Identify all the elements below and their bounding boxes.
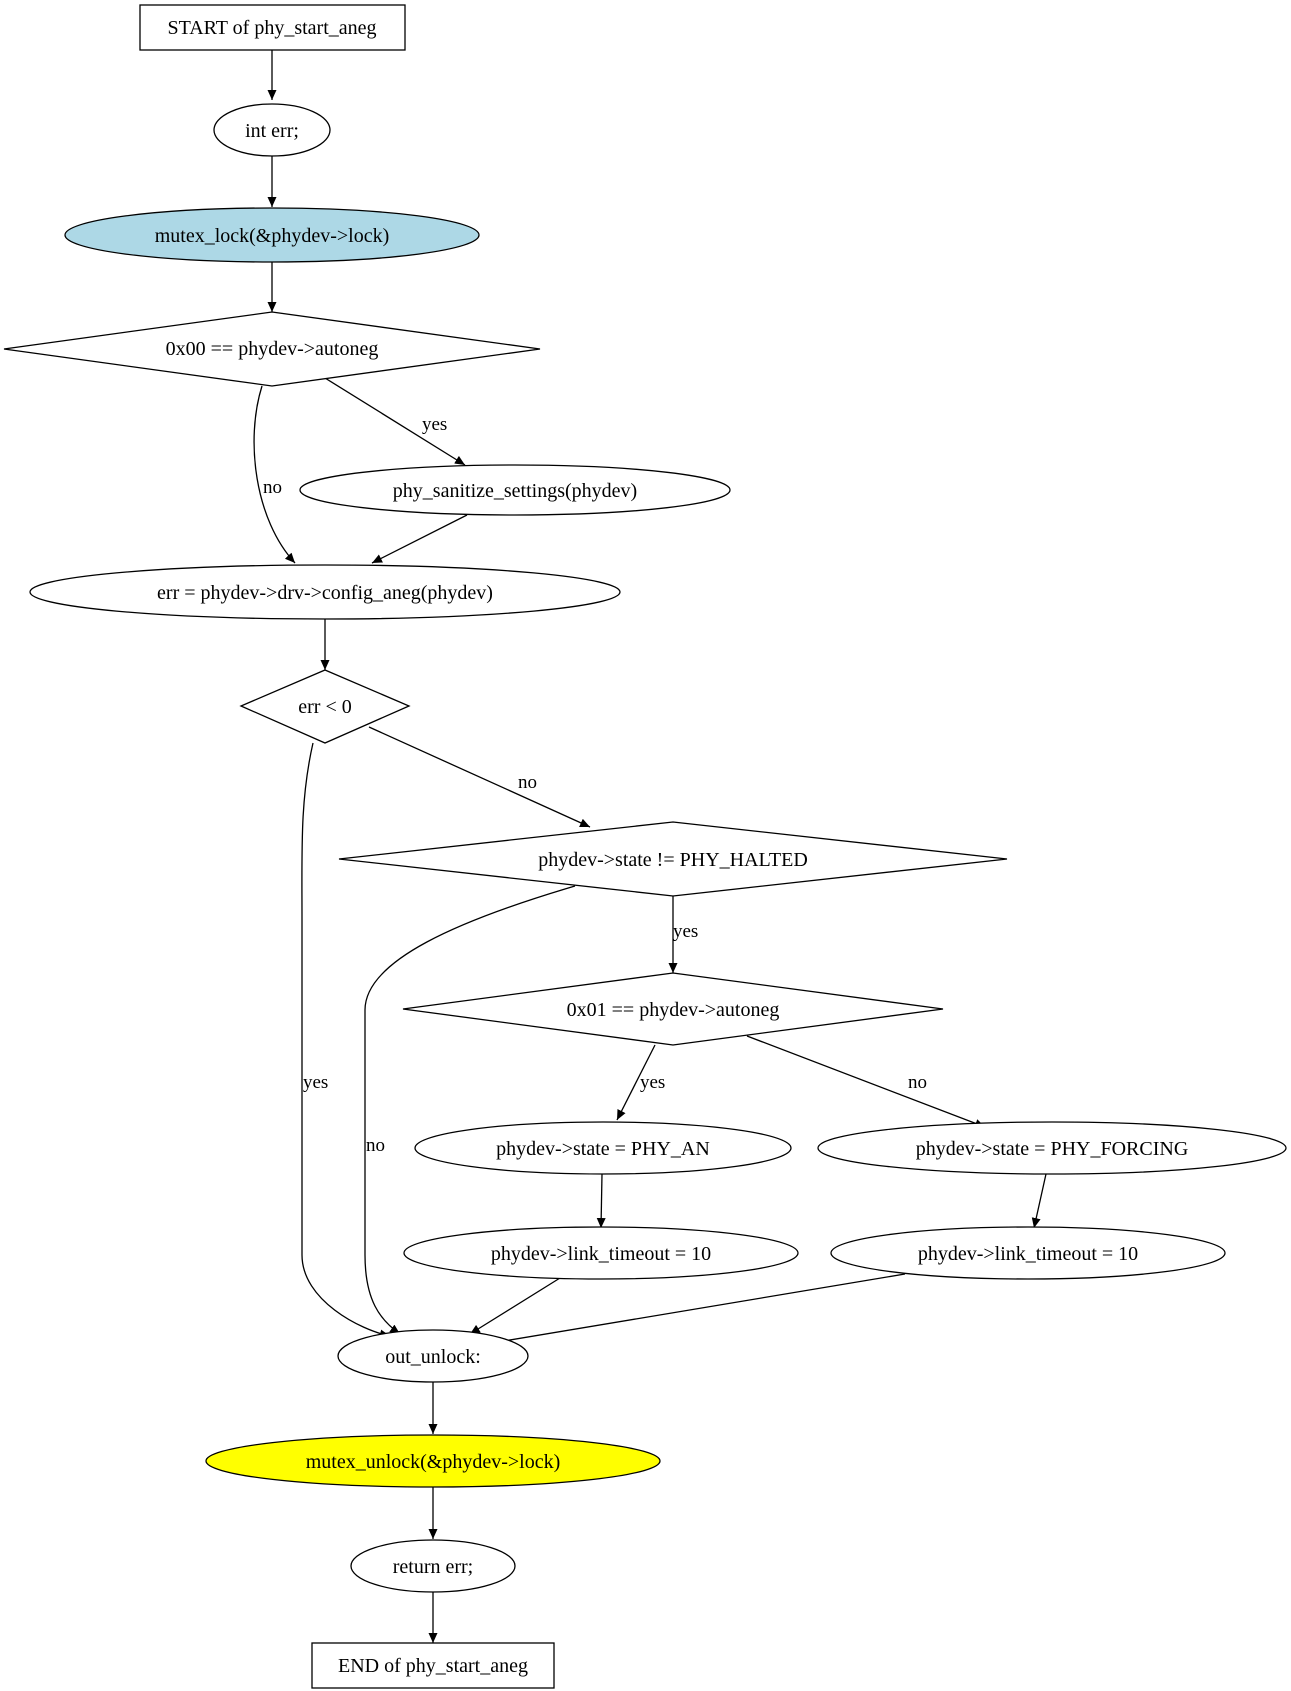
node-state-forcing-label: phydev->state = PHY_FORCING bbox=[916, 1138, 1189, 1160]
unlock-ellipse bbox=[205, 1434, 661, 1488]
edge-sanitize-config bbox=[371, 514, 468, 564]
end-box bbox=[311, 1642, 555, 1689]
edge-err-out bbox=[301, 742, 391, 1339]
edge-autoneg1-an bbox=[616, 1044, 656, 1121]
config-ellipse bbox=[29, 564, 621, 620]
node-timeout-forcing-label: phydev->link_timeout = 10 bbox=[918, 1243, 1138, 1265]
node-end: END of phy_start_aneg bbox=[311, 1642, 555, 1689]
node-unlock-label: mutex_unlock(&phydev->lock) bbox=[306, 1451, 561, 1473]
node-cond-autoneg1: 0x01 == phydev->autoneg bbox=[402, 972, 944, 1046]
edge-label-autoneg0-yes: yes bbox=[422, 414, 447, 435]
edge-label-autoneg0-no: no bbox=[263, 477, 282, 498]
edge-label-halted-no: no bbox=[366, 1135, 385, 1156]
edge-label-err-no: no bbox=[518, 772, 537, 793]
edge-label-halted-yes: yes bbox=[673, 921, 698, 942]
node-state-forcing: phydev->state = PHY_FORCING bbox=[817, 1121, 1287, 1175]
edge-an-timeout bbox=[596, 1173, 606, 1229]
node-decl: int err; bbox=[213, 103, 331, 157]
node-cond-halted: phydev->state != PHY_HALTED bbox=[338, 821, 1008, 897]
node-start-label: START of phy_start_aneg bbox=[167, 17, 376, 39]
node-cond-err: err < 0 bbox=[239, 669, 411, 744]
edge-label-autoneg1-no: no bbox=[908, 1072, 927, 1093]
edge-halted-out bbox=[364, 885, 576, 1335]
node-timeout-forcing: phydev->link_timeout = 10 bbox=[830, 1226, 1226, 1280]
timeout-forcing-ellipse bbox=[830, 1226, 1226, 1280]
node-end-label: END of phy_start_aneg bbox=[338, 1655, 528, 1677]
node-out-unlock: out_unlock: bbox=[337, 1329, 529, 1383]
state-forcing-ellipse bbox=[817, 1121, 1287, 1175]
state-an-ellipse bbox=[414, 1121, 792, 1175]
edge-timeout-an-out bbox=[469, 1277, 561, 1335]
edge-err-halted bbox=[368, 726, 591, 828]
start-box bbox=[139, 4, 406, 51]
edges bbox=[253, 50, 1047, 1643]
sanitize-ellipse bbox=[299, 464, 731, 516]
node-return-label: return err; bbox=[393, 1556, 474, 1578]
node-cond-autoneg1-label: 0x01 == phydev->autoneg bbox=[567, 999, 780, 1021]
node-unlock: mutex_unlock(&phydev->lock) bbox=[205, 1434, 661, 1488]
edge-autoneg1-forcing bbox=[746, 1035, 986, 1128]
err-diamond bbox=[239, 669, 411, 744]
node-timeout-an-label: phydev->link_timeout = 10 bbox=[491, 1243, 711, 1265]
edge-forcing-timeout bbox=[1031, 1173, 1047, 1229]
edge-autoneg0-config bbox=[253, 385, 296, 564]
node-cond-autoneg0-label: 0x00 == phydev->autoneg bbox=[166, 338, 379, 360]
edge-label-err-yes: yes bbox=[303, 1072, 328, 1093]
node-return: return err; bbox=[350, 1539, 516, 1593]
node-sanitize: phy_sanitize_settings(phydev) bbox=[299, 464, 731, 516]
node-state-an: phydev->state = PHY_AN bbox=[414, 1121, 792, 1175]
node-lock: mutex_lock(&phydev->lock) bbox=[64, 207, 480, 263]
edge-timeout-forcing-out bbox=[491, 1273, 906, 1346]
node-cond-halted-label: phydev->state != PHY_HALTED bbox=[538, 849, 808, 871]
lock-ellipse bbox=[64, 207, 480, 263]
node-decl-label: int err; bbox=[245, 120, 299, 142]
node-config: err = phydev->drv->config_aneg(phydev) bbox=[29, 564, 621, 620]
autoneg0-diamond bbox=[3, 311, 541, 387]
return-ellipse bbox=[350, 1539, 516, 1593]
out-unlock-ellipse bbox=[337, 1329, 529, 1383]
decl-ellipse bbox=[213, 103, 331, 157]
halted-diamond bbox=[338, 821, 1008, 897]
node-sanitize-label: phy_sanitize_settings(phydev) bbox=[393, 480, 637, 502]
node-lock-label: mutex_lock(&phydev->lock) bbox=[155, 225, 390, 247]
edge-autoneg0-sanitize bbox=[324, 377, 466, 466]
autoneg1-diamond bbox=[402, 972, 944, 1046]
node-timeout-an: phydev->link_timeout = 10 bbox=[403, 1226, 799, 1280]
timeout-an-ellipse bbox=[403, 1226, 799, 1280]
edge-labels: yes no no yes yes no yes no bbox=[263, 414, 927, 1156]
edge-label-autoneg1-yes: yes bbox=[640, 1072, 665, 1093]
node-config-label: err = phydev->drv->config_aneg(phydev) bbox=[157, 582, 493, 604]
node-out-unlock-label: out_unlock: bbox=[385, 1346, 481, 1368]
node-cond-err-label: err < 0 bbox=[298, 696, 351, 718]
node-start: START of phy_start_aneg bbox=[139, 4, 406, 51]
node-state-an-label: phydev->state = PHY_AN bbox=[496, 1138, 710, 1160]
node-cond-autoneg0: 0x00 == phydev->autoneg bbox=[3, 311, 541, 387]
